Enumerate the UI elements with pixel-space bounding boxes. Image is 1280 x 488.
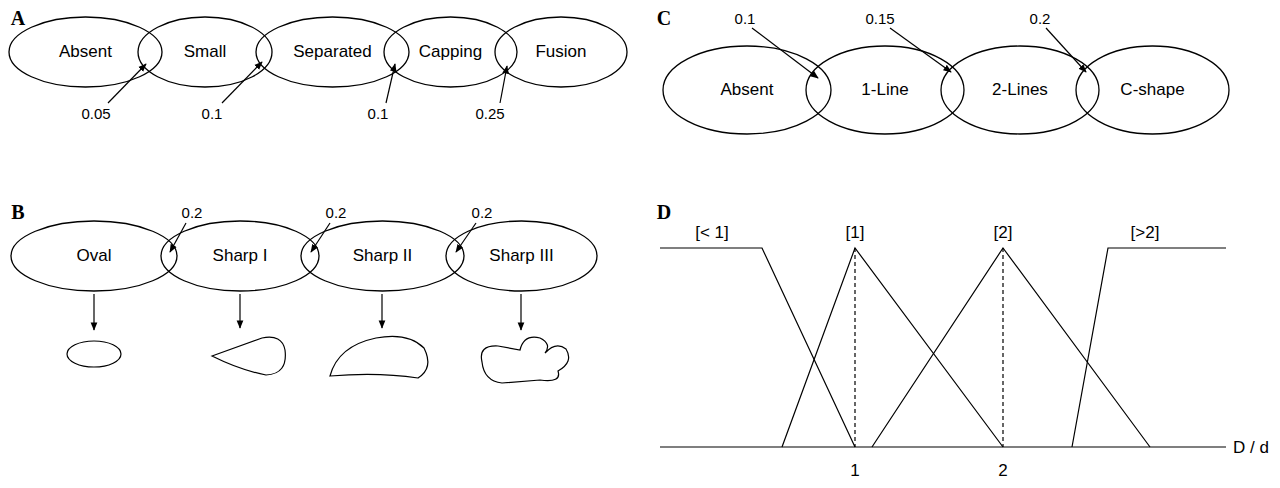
category-label: Capping — [419, 42, 482, 62]
category-ellipse: Fusion — [494, 16, 628, 88]
ellipse-shape — [11, 221, 177, 291]
membership-curve — [872, 248, 1150, 447]
category-ellipse: Separated — [255, 16, 410, 88]
category-label: Sharp III — [489, 246, 553, 266]
ellipse-shape — [301, 221, 464, 291]
category-label: Absent — [59, 42, 112, 62]
category-label: Small — [184, 42, 227, 62]
category-label: Absent — [721, 80, 774, 100]
membership-curve — [660, 248, 855, 447]
value-label: [1] — [846, 224, 865, 241]
value-label: [< 1] — [695, 224, 729, 241]
category-ellipse: Sharp I — [160, 220, 320, 292]
category-ellipse: Sharp III — [445, 220, 598, 292]
x-axis — [660, 446, 1226, 447]
ellipse-shape — [446, 221, 597, 291]
value-label: 0.2 — [472, 205, 493, 220]
category-ellipse: Sharp II — [300, 220, 465, 292]
ellipse-shape — [9, 17, 162, 87]
category-ellipse: Capping — [383, 16, 518, 88]
pointer-arrow — [93, 294, 94, 330]
membership-curve — [1072, 248, 1226, 447]
pointer-arrow — [381, 294, 382, 328]
value-label: 0.25 — [475, 106, 504, 121]
category-label: Sharp I — [213, 246, 268, 266]
value-label: [>2] — [1131, 224, 1160, 241]
panel-letter: C — [657, 8, 671, 28]
ellipse-shape — [138, 17, 272, 87]
value-label: D / d — [1233, 439, 1269, 456]
value-label: 0.1 — [202, 106, 223, 121]
ellipse-shape — [384, 17, 517, 87]
category-label: Oval — [77, 246, 112, 266]
value-label: 0.1 — [368, 106, 389, 121]
ellipse-shape — [941, 46, 1099, 134]
category-ellipse: Small — [137, 16, 273, 88]
panel-letter: D — [657, 202, 671, 222]
sharp-i-shape — [212, 337, 285, 375]
pointer-arrow — [456, 223, 476, 252]
pointer-arrows — [94, 28, 1086, 330]
category-ellipse: C-shape — [1075, 45, 1230, 135]
value-label: 2 — [998, 462, 1007, 479]
value-label: 0.1 — [735, 11, 756, 26]
category-ellipse: Absent — [8, 16, 163, 88]
pointer-arrow — [239, 294, 240, 328]
membership-curve — [782, 248, 1003, 447]
value-label: 0.15 — [865, 11, 894, 26]
category-label: 1-Line — [861, 80, 908, 100]
value-label: 0.05 — [81, 106, 110, 121]
pointer-arrow — [108, 64, 146, 103]
sharp-ii-shape — [330, 336, 428, 378]
value-label: 0.2 — [326, 205, 347, 220]
pointer-arrow — [752, 28, 818, 78]
ellipse-shape — [806, 46, 964, 134]
pointer-arrow — [222, 62, 262, 103]
peak-guide — [1002, 248, 1003, 447]
ellipse-shape — [161, 221, 319, 291]
value-label: 0.2 — [182, 205, 203, 220]
ellipse-shape — [1076, 46, 1229, 134]
pointer-arrow — [520, 294, 521, 330]
category-label: C-shape — [1120, 80, 1184, 100]
ellipse-shape — [495, 17, 627, 87]
category-label: Separated — [293, 42, 371, 62]
category-ellipse: Oval — [10, 220, 178, 292]
membership-chart — [660, 248, 1226, 447]
peak-guide — [854, 248, 855, 447]
category-label: Fusion — [535, 42, 586, 62]
panel-letter: A — [11, 8, 25, 28]
ellipse-shape — [256, 17, 409, 87]
category-label: 2-Lines — [992, 80, 1048, 100]
value-label: 0.2 — [1030, 11, 1051, 26]
value-label: 1 — [850, 462, 859, 479]
oval-shape — [67, 341, 121, 367]
value-label: [2] — [994, 224, 1013, 241]
panel-letter: B — [11, 202, 24, 222]
sharp-iii-shape — [481, 337, 568, 383]
category-label: Sharp II — [353, 246, 413, 266]
shape-illustrations — [67, 336, 569, 383]
